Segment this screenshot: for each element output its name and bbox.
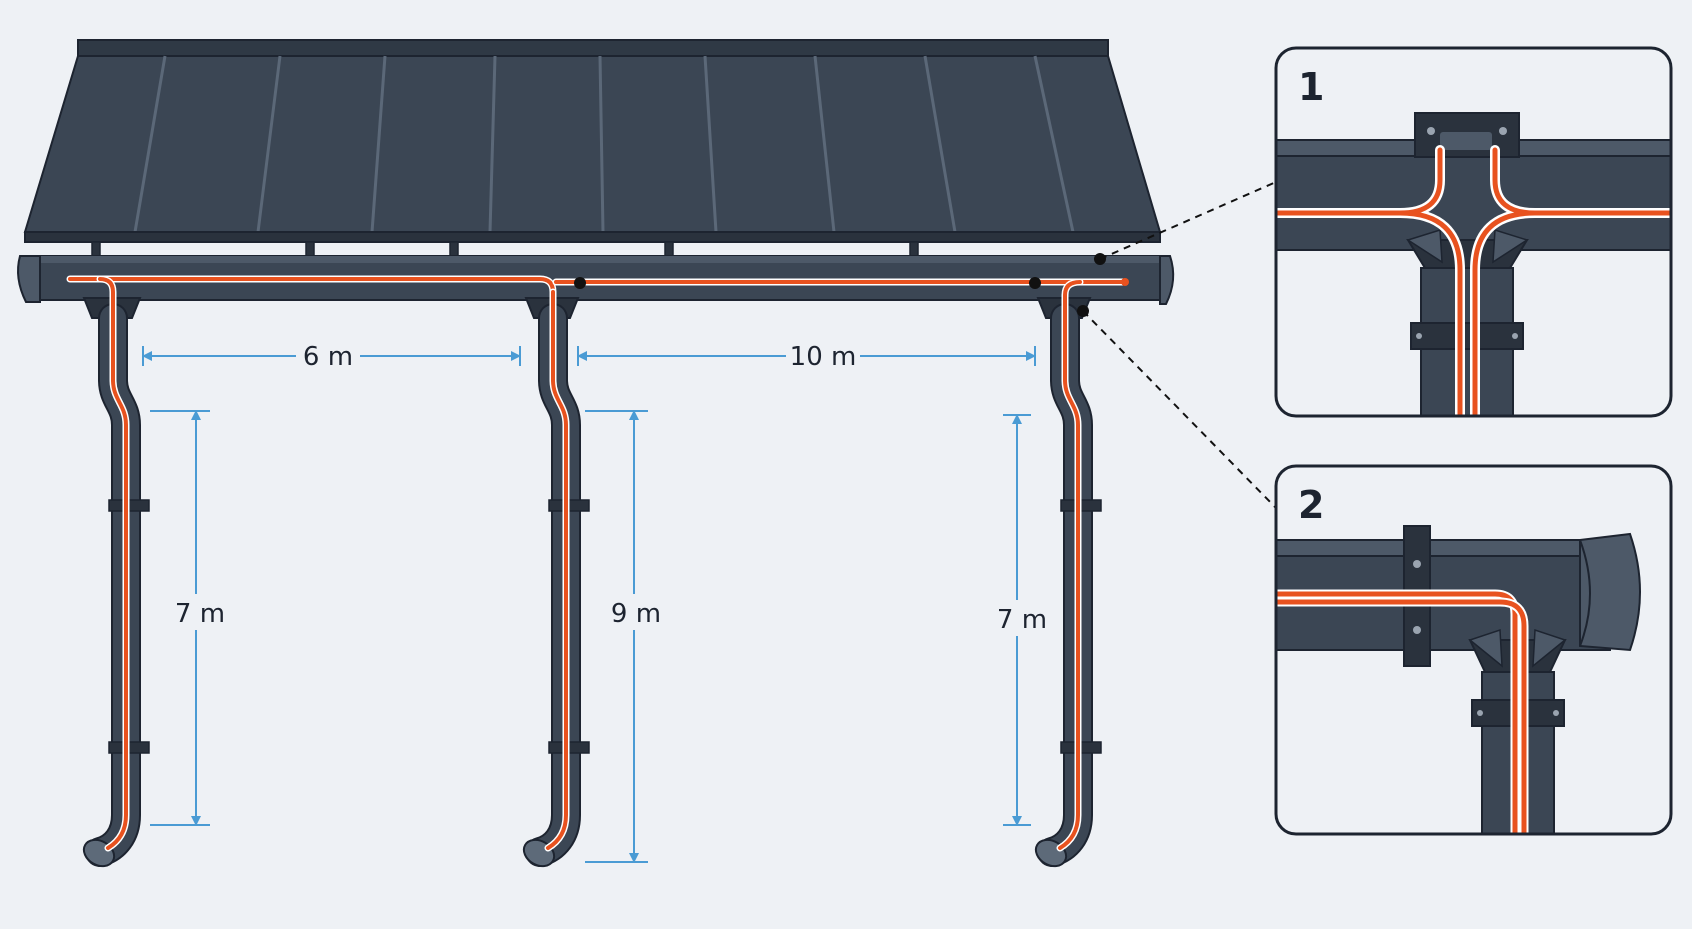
detail-panel-1: 1 <box>1274 46 1673 418</box>
dimension-label-6m: 6 m <box>303 342 353 372</box>
roof-ridge <box>77 39 1109 57</box>
callouts <box>574 181 1277 509</box>
cable-end-terminal <box>1121 278 1129 286</box>
dimensions <box>142 346 1036 863</box>
downspout-right <box>1034 303 1102 868</box>
roof-panels <box>23 55 1162 233</box>
dimension-label-7m-right: 7 m <box>997 605 1047 635</box>
dimension-label-9m: 9 m <box>611 599 661 629</box>
leader-line-1 <box>1099 181 1277 260</box>
panel-2-number: 2 <box>1298 483 1324 527</box>
roof-eave <box>24 231 1161 243</box>
gutter-end-cap-right <box>1159 255 1175 305</box>
roof-seams <box>133 55 1075 233</box>
downspouts <box>82 303 1102 868</box>
dimension-label-10m: 10 m <box>790 342 857 372</box>
gutter-end-cap-left <box>17 255 41 303</box>
downspout-left <box>82 303 150 868</box>
leader-line-2 <box>1082 310 1277 509</box>
callout-dot-middle <box>574 277 586 289</box>
detail-panel-2: 2 <box>1274 464 1673 836</box>
heating-cable <box>66 275 1129 852</box>
gutter-lip <box>35 256 1165 263</box>
panel-1-number: 1 <box>1298 65 1324 109</box>
roof <box>23 39 1162 243</box>
dimension-label-7m-left: 7 m <box>175 599 225 629</box>
dimension-labels: 6 m 10 m 7 m 9 m 7 m <box>172 337 1047 636</box>
downspout-middle <box>522 303 590 868</box>
callout-dot-right-a <box>1029 277 1041 289</box>
